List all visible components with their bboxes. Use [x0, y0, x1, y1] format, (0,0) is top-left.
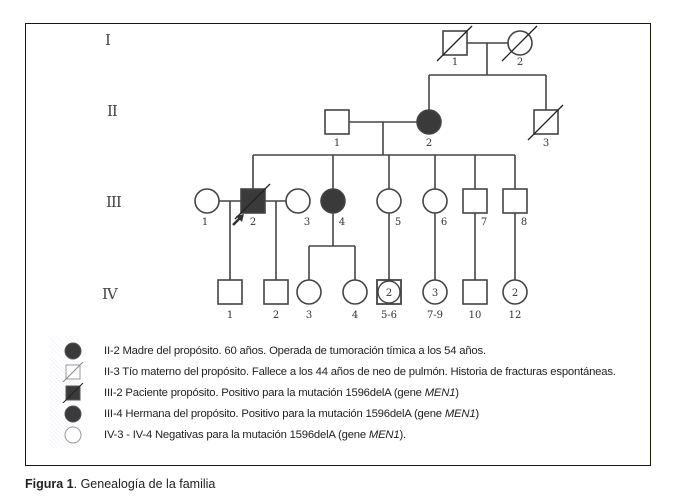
individual-iv-12-circle-icon: [502, 279, 528, 305]
individual-iv-12-count-label: 2: [512, 288, 518, 299]
legend-affected-female-icon: [62, 341, 84, 361]
individual-i-1-deceased-slash-icon: [436, 25, 473, 62]
individual-iv-7-9-circle-icon: [422, 279, 448, 305]
caption-text: . Genealogía de la familia: [73, 477, 216, 491]
individual-iii-6-id-label: 6: [441, 217, 447, 228]
legend-item: II-2 Madre del propósito. 60 años. Opera…: [62, 340, 632, 361]
individual-ii-3-id-label: 3: [543, 138, 549, 149]
individual-iv-10-id-label: 10: [469, 310, 482, 321]
individual-iii-7-square-icon: [462, 188, 488, 214]
individual-iv-2-id-label: 2: [273, 310, 279, 321]
individual-iv-1-square-icon: [217, 279, 243, 305]
individual-ii-2-id-label: 2: [426, 138, 432, 149]
legend-unaffected-female-icon: [62, 425, 84, 445]
generation-label-I: I: [105, 31, 111, 49]
individual-iv-4-circle-icon: [342, 279, 368, 305]
individual-iii-1-id-label: 1: [202, 217, 208, 228]
individual-iii-5-circle-icon: [376, 188, 402, 214]
individual-iii-3-id-label: 3: [304, 217, 310, 228]
legend-item: IV-3 - IV-4 Negativas para la mutación 1…: [62, 424, 632, 445]
caption-label: Figura 1: [25, 477, 74, 491]
figure-caption: Figura 1. Genealogía de la familia: [25, 477, 215, 491]
generation-label-IV: IV: [102, 285, 118, 303]
individual-iii-6-circle-icon: [422, 188, 448, 214]
legend-affected-deceased-male-icon: [61, 382, 84, 404]
individual-iii-1-circle-icon: [194, 188, 220, 214]
legend-item: III-4 Hermana del propósito. Positivo pa…: [62, 403, 632, 424]
legend-text: II-3 Tío materno del propósito. Fallece …: [104, 365, 616, 378]
individual-ii-3-deceased-slash-icon: [527, 104, 564, 141]
legend-text: IV-3 - IV-4 Negativas para la mutación 1…: [104, 428, 406, 441]
individual-iv-5-6-id-label: 5-6: [381, 310, 397, 321]
legend-item: III-2 Paciente propósito. Positivo para …: [61, 382, 632, 404]
individual-iv-4-id-label: 4: [352, 310, 358, 321]
individual-iii-8-square-icon: [502, 188, 528, 214]
legend-affected-female-icon: [62, 404, 84, 424]
individual-iv-3-id-label: 3: [306, 310, 312, 321]
individual-iii-3-circle-icon: [285, 188, 311, 214]
individual-iv-12-id-label: 12: [509, 310, 522, 321]
legend-deceased-male-icon: [61, 361, 84, 383]
individual-iv-2-square-icon: [263, 279, 289, 305]
individual-iv-7-9-id-label: 7-9: [427, 310, 443, 321]
individual-ii-1-square-icon: [324, 109, 350, 135]
legend: II-2 Madre del propósito. 60 años. Opera…: [61, 340, 632, 445]
legend-text: II-2 Madre del propósito. 60 años. Opera…: [104, 344, 486, 357]
individual-iii-7-id-label: 7: [481, 217, 487, 228]
individual-i-2-deceased-slash-icon: [501, 25, 538, 62]
individual-iv-7-9-count-label: 3: [432, 288, 438, 299]
individual-ii-2-circle-icon: [416, 109, 442, 135]
individual-iv-3-circle-icon: [296, 279, 322, 305]
individual-iv-5-6-count-label: 2: [386, 288, 392, 299]
individual-iii-5-id-label: 5: [395, 217, 401, 228]
individual-iii-2-id-label: 2: [250, 217, 256, 228]
legend-item: II-3 Tío materno del propósito. Fallece …: [61, 361, 632, 383]
generation-label-III: III: [106, 193, 122, 211]
proband-arrow-head-icon: [236, 214, 244, 222]
individual-iv-5-6-circle-icon: [377, 280, 401, 304]
legend-text: III-2 Paciente propósito. Positivo para …: [104, 386, 459, 399]
individual-ii-1-id-label: 1: [334, 138, 340, 149]
individual-iii-4-circle-icon: [320, 188, 346, 214]
individual-iii-2-deceased-slash-icon: [234, 183, 271, 220]
individual-iii-4-id-label: 4: [339, 217, 345, 228]
generation-label-II: II: [107, 102, 118, 120]
individual-iv-1-id-label: 1: [227, 310, 233, 321]
individual-i-1-id-label: 1: [452, 57, 458, 68]
legend-text: III-4 Hermana del propósito. Positivo pa…: [104, 407, 479, 420]
figure-frame: [25, 23, 651, 466]
individual-iii-8-id-label: 8: [521, 217, 527, 228]
individual-iv-10-square-icon: [462, 279, 488, 305]
individual-i-2-id-label: 2: [517, 57, 523, 68]
